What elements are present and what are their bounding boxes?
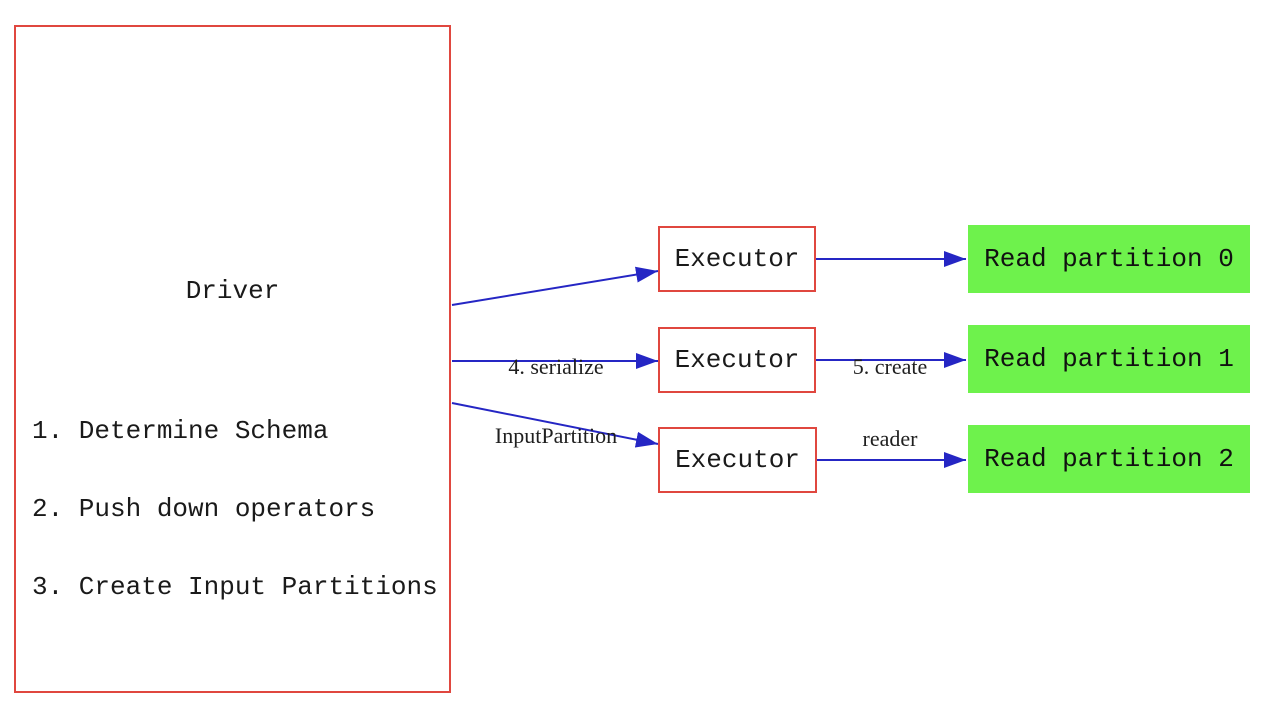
read-partition-box-2: Read partition 2 xyxy=(968,425,1250,493)
executor-label-1: Executor xyxy=(674,345,800,375)
executor-label-0: Executor xyxy=(674,244,800,274)
executor-box-0: Executor xyxy=(658,226,816,292)
executor-label-2: Executor xyxy=(675,445,800,475)
driver-title: Driver xyxy=(185,276,280,306)
driver-step-3: 3. Create Input Partitions xyxy=(32,572,438,602)
serialize-label-line2: InputPartition xyxy=(494,423,618,448)
read-partition-label-0: Read partition 0 xyxy=(984,244,1234,274)
driver-step-1: 1. Determine Schema xyxy=(32,416,329,446)
create-reader-label-line1: 5. create xyxy=(852,354,928,379)
serialize-inputpartition-label: 4. serialize InputPartition xyxy=(456,309,656,493)
create-reader-label-line2: reader xyxy=(862,426,918,451)
read-partition-box-1: Read partition 1 xyxy=(968,325,1250,393)
executor-box-1: Executor xyxy=(658,327,816,393)
read-partition-label-2: Read partition 2 xyxy=(984,444,1234,474)
driver-box: Driver 1. Determine Schema 2. Push down … xyxy=(14,25,451,693)
executor-box-2: Executor xyxy=(658,427,817,493)
serialize-label-line1: 4. serialize xyxy=(508,354,604,379)
driver-steps: 1. Determine Schema 2. Push down operato… xyxy=(32,366,438,652)
driver-step-2: 2. Push down operators xyxy=(32,494,376,524)
create-reader-label: 5. create reader xyxy=(830,307,950,499)
read-partition-label-1: Read partition 1 xyxy=(984,344,1234,374)
arrow-driver-to-executor-0 xyxy=(451,266,659,306)
read-partition-box-0: Read partition 0 xyxy=(968,225,1250,293)
